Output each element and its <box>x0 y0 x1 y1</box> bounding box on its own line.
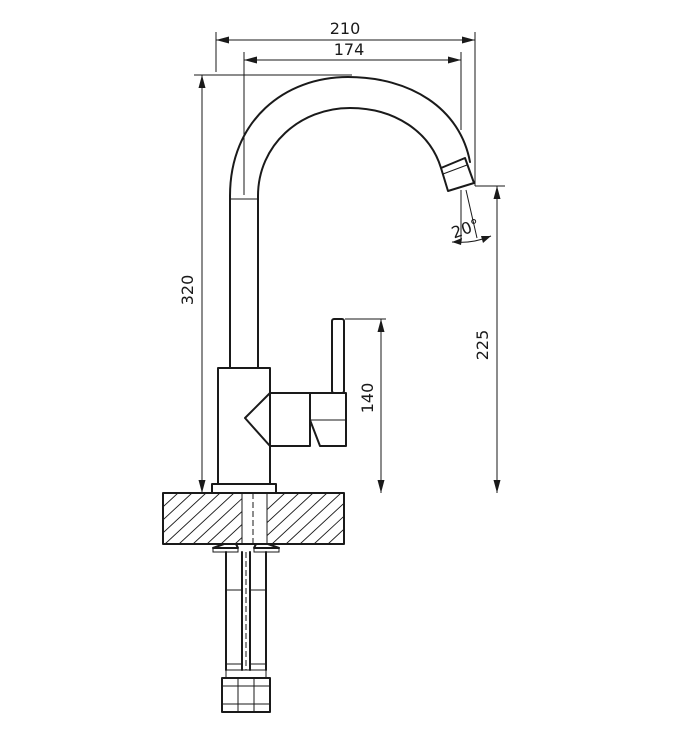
hose-fitting <box>221 677 271 713</box>
aerator <box>440 157 475 192</box>
lever-handle <box>331 318 345 394</box>
lever-joint <box>244 392 311 447</box>
spout-outer-edge <box>229 76 471 369</box>
dimension-lever-height: 140 <box>345 318 386 493</box>
dimension-total-height: 320 <box>178 74 352 493</box>
dim-label-210: 210 <box>330 19 361 38</box>
mounting-hardware <box>212 543 280 713</box>
dim-label-225: 225 <box>473 330 492 361</box>
faucet <box>211 76 475 494</box>
dimension-spout-reach: 174 <box>243 40 462 195</box>
spout-inner-edge <box>257 107 442 369</box>
dimension-overall-reach: 210 <box>215 19 476 186</box>
base-flange <box>211 483 277 494</box>
dimension-spout-angle: 20° <box>449 189 492 245</box>
dim-label-140: 140 <box>358 383 377 414</box>
dim-label-174: 174 <box>334 40 365 59</box>
dimension-spout-height: 225 <box>473 185 505 493</box>
dim-label-320: 320 <box>178 275 197 306</box>
countertop-section <box>162 492 345 545</box>
dim-label-20deg: 20° <box>449 215 482 243</box>
body-cylinder <box>217 367 271 485</box>
